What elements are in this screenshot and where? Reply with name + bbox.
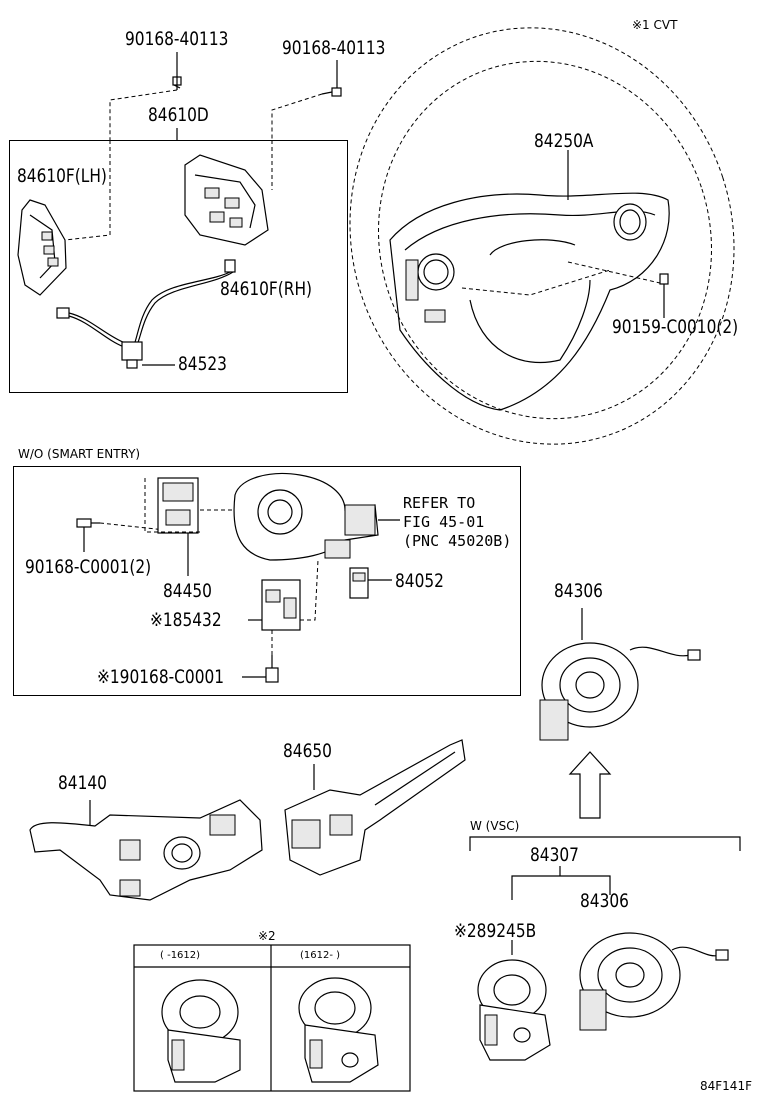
steering-switch-box: [9, 140, 348, 393]
switch-rh-drawing: [184, 154, 269, 246]
w-vsc-label: W (VSC): [470, 819, 520, 833]
screw-90168-40113-left: [172, 76, 182, 90]
part-84306-bottom: 84306: [580, 890, 629, 912]
part-84250A: 84250A: [534, 130, 594, 152]
part-84306-top: 84306: [554, 580, 603, 602]
part-84307: 84307: [530, 844, 579, 866]
clock-spring-new-drawing: [298, 977, 379, 1083]
part-90168-40113-right: 90168-40113: [282, 37, 386, 59]
screw-90168-40113-right: [321, 87, 342, 97]
turn-signal-switch-drawing: [29, 799, 263, 901]
part-84140: 84140: [58, 772, 107, 794]
note2-label: ※2: [258, 929, 276, 943]
note2-table: [133, 944, 411, 1092]
note1-label: ※1 CVT: [632, 18, 678, 32]
note2-col-left: ( -1612): [160, 950, 201, 961]
part-84052: 84052: [395, 570, 444, 592]
wo-smart-entry-box: [13, 466, 521, 696]
wire-harness-drawing: [56, 259, 236, 369]
spiral-cable-top-drawing: [539, 608, 701, 819]
part-89245B: ※289245B: [454, 920, 537, 942]
part-90159-C0010: 90159-C0010(2): [612, 316, 739, 338]
ignition-switch-group: [76, 472, 400, 683]
unlock-warning-switch-drawing: [157, 477, 199, 576]
steering-lock-drawing: [233, 472, 400, 561]
steering-sensor-drawing: [477, 959, 551, 1061]
clock-spring-old-drawing: [161, 979, 241, 1083]
lamp-socket-drawing: [349, 567, 392, 599]
part-90168-40113-left: 90168-40113: [125, 28, 229, 50]
part-84610F-LH: 84610F(LH): [17, 165, 107, 187]
part-84523: 84523: [178, 353, 227, 375]
part-90168-C0001-2: 90168-C0001(2): [25, 556, 152, 578]
wiper-switch-drawing: [284, 739, 466, 876]
part-85432: ※185432: [150, 609, 222, 631]
part-84610F-RH: 84610F(RH): [220, 278, 313, 300]
screw-90168-c0001: [242, 655, 279, 683]
figure-code: 84F141F: [700, 1079, 752, 1093]
part-84450: 84450: [163, 580, 212, 602]
steering-wheel-drawing: [349, 27, 735, 445]
steering-switch-group: [17, 52, 342, 369]
wo-smart-entry-label: W/O (SMART ENTRY): [18, 447, 141, 461]
part-84650: 84650: [283, 740, 332, 762]
part-90168-C0001: ※190168-C0001: [97, 666, 225, 688]
vsc-bracket: [469, 836, 741, 955]
park-lock-solenoid-drawing: [248, 579, 301, 631]
note2-col-right: (1612- ): [300, 950, 341, 961]
switch-lh-drawing: [17, 199, 67, 296]
part-84610D: 84610D: [148, 104, 209, 126]
refer-to-note: REFER TO FIG 45-01 (PNC 45020B): [403, 494, 512, 550]
spiral-cable-bottom-drawing: [579, 932, 729, 1031]
